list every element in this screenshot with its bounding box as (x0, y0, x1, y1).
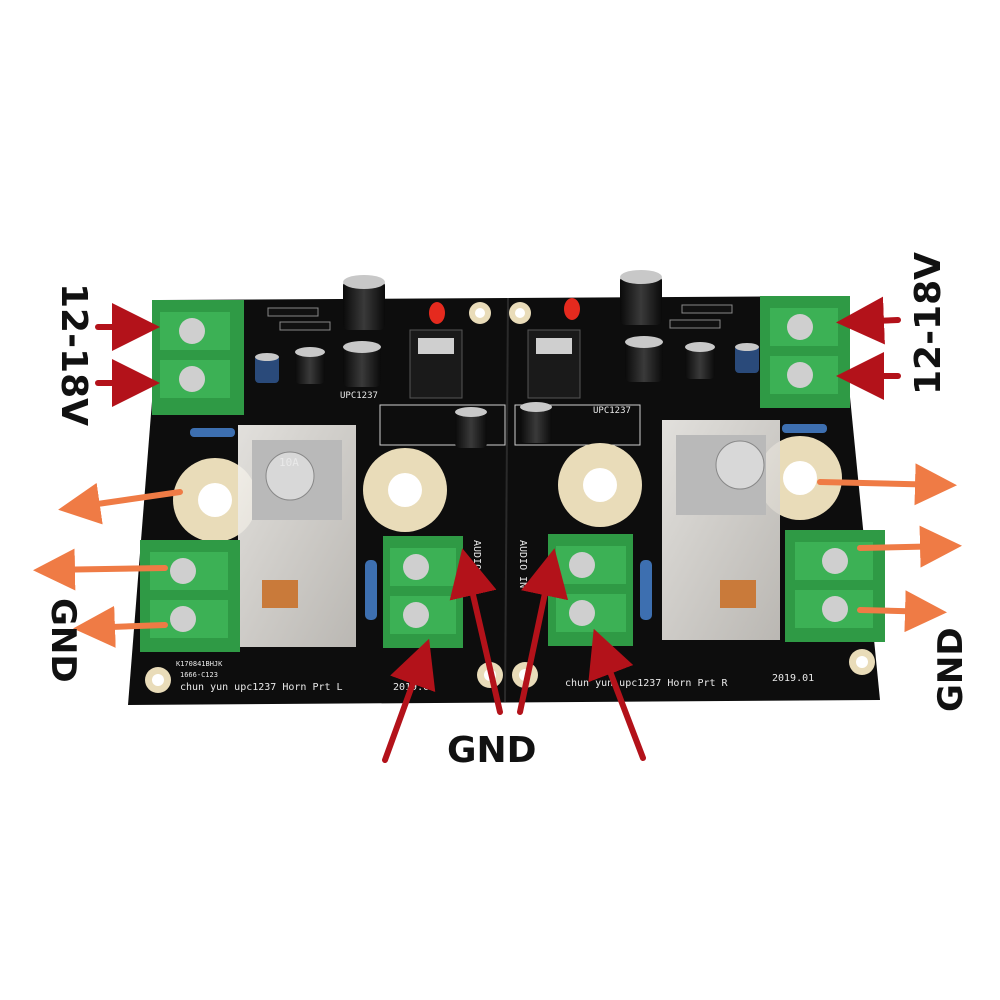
resistors (190, 424, 827, 620)
diodes (267, 304, 733, 331)
speaker-output-arrows (33, 463, 962, 648)
label-supply-left: 12-18V (53, 283, 94, 426)
regulator-ics (409, 329, 581, 399)
silk-chip-left: UPC1237 (340, 391, 378, 401)
supply-arrows (95, 296, 901, 407)
silk-code-line-2: 1666-C123 (180, 671, 218, 679)
board-divider (504, 297, 509, 703)
label-gnd-right: GND (931, 627, 971, 712)
silk-title-left: chun yun upc1237 Horn Prt L (180, 682, 343, 693)
silk-outline-right (514, 404, 641, 446)
silk-audio-in-right: AUDIO IN (517, 540, 528, 588)
silk-date-right: 2019.01 (772, 673, 814, 684)
label-gnd-left: GND (43, 598, 83, 683)
gnd-input-arrows (382, 548, 646, 763)
label-gnd-bottom: GND (447, 730, 537, 771)
silk-title-right: chun yun upc1237 Horn Prt R (565, 678, 729, 689)
red-leds (429, 298, 580, 324)
silk-relay-marking: 10A (279, 456, 299, 469)
terminal-blocks (140, 296, 885, 652)
capacitors (255, 270, 759, 448)
silk-outline-left (379, 404, 506, 446)
relays (238, 420, 780, 647)
silk-chip-right: UPC1237 (593, 406, 631, 416)
silk-code-line-1: K170841BHJK (176, 660, 223, 668)
label-supply-right: 12-18V (908, 252, 949, 395)
